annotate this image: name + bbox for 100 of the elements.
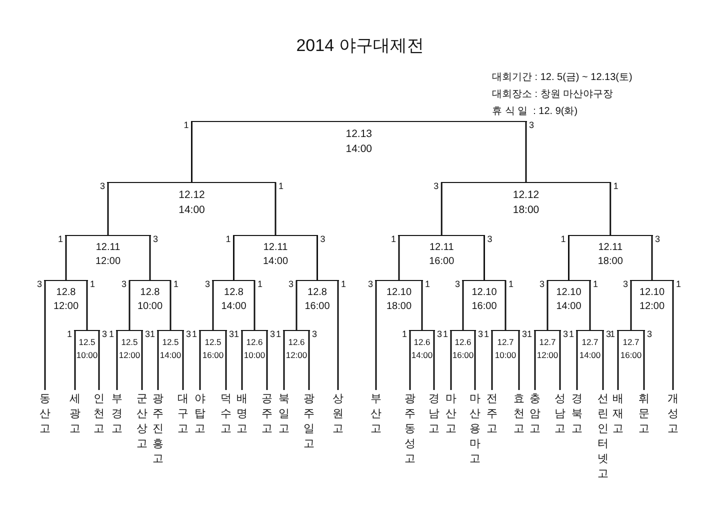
edge-label: 1 — [258, 279, 263, 289]
bracket-line — [65, 235, 67, 281]
edge-label: 3 — [205, 279, 210, 289]
match-time: 12:00 — [284, 350, 308, 360]
match-time: 12:00 — [118, 350, 142, 360]
match-time: 14:00 — [410, 350, 434, 360]
team-name: 마산용마고 — [469, 392, 481, 467]
team-name: 북일고 — [278, 392, 290, 437]
edge-label: 1 — [174, 279, 179, 289]
edge-label: 1 — [391, 234, 396, 244]
edge-label: 1 — [67, 329, 72, 339]
match-time: 16:00 — [201, 350, 225, 360]
edge-label: 3 — [540, 279, 545, 289]
bracket-line — [212, 280, 214, 331]
edge-label: 3 — [478, 329, 484, 339]
edge-label: 1 — [569, 329, 574, 339]
edge-label: 3 — [655, 234, 660, 244]
bracket-line — [296, 280, 298, 331]
bracket-line — [491, 330, 493, 390]
match-date: 12.8 — [55, 287, 77, 298]
edge-label: 1 — [109, 329, 114, 339]
match-bracket — [107, 182, 276, 216]
match-time: 14:00 — [344, 142, 374, 155]
team-name: 배재고 — [612, 392, 624, 437]
edge-label: 1 — [402, 329, 408, 339]
edge-label: 1 — [58, 234, 64, 244]
edge-label: 3 — [288, 279, 294, 289]
team-name: 배명고 — [236, 392, 248, 437]
edge-label: 1 — [425, 279, 430, 289]
team-name: 전주고 — [486, 392, 498, 437]
match-time: 10:00 — [494, 350, 518, 360]
bracket-line — [440, 182, 442, 236]
bracket-line — [191, 121, 192, 183]
team-name: 마산고 — [445, 392, 457, 437]
bracket-line — [116, 330, 118, 390]
bracket-line — [157, 330, 159, 390]
edge-label: 1 — [150, 329, 156, 339]
match-time: 16:00 — [304, 301, 331, 312]
match-bracket — [191, 121, 527, 156]
edge-label: 1 — [192, 329, 198, 339]
team-name: 동산고 — [39, 392, 51, 437]
edge-label: 1 — [527, 329, 532, 339]
match-date: 12.5 — [120, 337, 139, 348]
match-time: 14:00 — [555, 301, 582, 312]
edge-label: 1 — [484, 329, 490, 339]
team-name: 광주동성고 — [404, 392, 416, 467]
match-date: 12.6 — [454, 337, 472, 348]
edge-label: 3 — [455, 279, 460, 289]
match-time: 12:00 — [638, 301, 666, 312]
edge-label: 1 — [443, 329, 448, 339]
bracket-line — [546, 280, 548, 331]
match-time: 14:00 — [178, 204, 206, 216]
info-text: 휴 식 일 : 12. 9(화) — [492, 105, 578, 118]
edge-label: 3 — [229, 329, 234, 339]
bracket-line — [233, 235, 234, 281]
edge-label: 3 — [647, 329, 652, 339]
bracket-line — [141, 330, 143, 390]
bracket-line — [576, 330, 578, 390]
team-name: 세광고 — [69, 392, 81, 437]
match-date: 12.13 — [344, 128, 374, 140]
edge-label: 1 — [676, 279, 682, 289]
match-time: 10:00 — [136, 301, 164, 312]
match-date: 12.7 — [496, 337, 515, 348]
edge-label: 1 — [278, 181, 284, 191]
bracket-line — [182, 330, 184, 390]
team-name: 경북고 — [571, 392, 583, 437]
edge-label: 3 — [270, 329, 276, 339]
edge-label: 1 — [90, 279, 96, 289]
edge-label: 1 — [508, 279, 514, 289]
match-time: 16:00 — [428, 256, 456, 268]
edge-label: 3 — [487, 234, 492, 244]
bracket-line — [375, 280, 377, 390]
bracket-line — [225, 330, 227, 390]
match-date: 12.7 — [622, 337, 640, 348]
match-time: 14:00 — [158, 350, 182, 360]
bracket-line — [474, 330, 476, 390]
match-time: 16:00 — [619, 350, 643, 360]
edge-label: 1 — [234, 329, 240, 339]
bracket-line — [44, 280, 46, 390]
match-date: 12.10 — [385, 287, 413, 298]
team-name: 대구고 — [177, 392, 189, 437]
match-date: 12.5 — [78, 337, 96, 348]
team-name: 개성고 — [667, 392, 679, 437]
match-date: 12.11 — [597, 242, 624, 254]
bracket-line — [199, 330, 201, 390]
match-time: 10:00 — [242, 350, 266, 360]
team-name: 효천고 — [513, 392, 525, 437]
team-name: 상원고 — [332, 392, 344, 437]
bracket-line — [409, 330, 411, 390]
match-date: 12.10 — [555, 287, 582, 298]
bracket-line — [149, 235, 151, 281]
info-text: 대회장소 : 창원 마산야구장 — [492, 88, 614, 101]
bracket-line — [651, 235, 653, 281]
match-time: 14:00 — [220, 301, 248, 312]
bracket-line — [98, 330, 100, 390]
bracket-line — [308, 330, 310, 390]
edge-label: 3 — [437, 329, 442, 339]
match-date: 12.6 — [412, 337, 432, 348]
match-date: 12.10 — [470, 287, 498, 298]
match-date: 12.5 — [161, 337, 180, 348]
